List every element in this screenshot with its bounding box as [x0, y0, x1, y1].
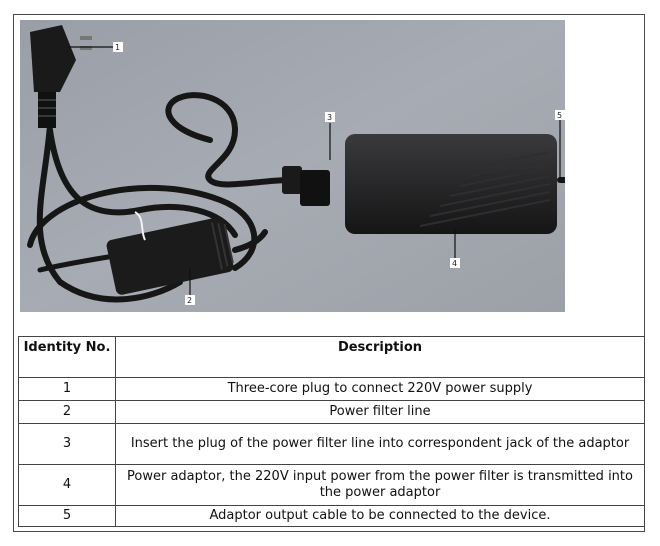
table-row: 1 Three-core plug to connect 220V power …: [18, 377, 645, 401]
callout-1: 1: [115, 43, 120, 52]
three-core-plug: [30, 25, 92, 128]
row-description: Adaptor output cable to be connected to …: [115, 505, 645, 527]
callout-4: 4: [452, 259, 457, 268]
power-filter-block: [106, 211, 234, 295]
table-row: 3 Insert the plug of the power filter li…: [18, 423, 645, 465]
callout-5: 5: [557, 111, 562, 120]
callout-3-box: [325, 112, 335, 122]
row-id: 5: [18, 505, 116, 527]
figure-frame: [13, 14, 645, 532]
callout-3: 3: [327, 113, 332, 122]
row-id: 1: [18, 377, 116, 401]
row-id: 2: [18, 400, 116, 424]
row-description: Three-core plug to connect 220V power su…: [115, 377, 645, 401]
table-row: 4 Power adaptor, the 220V input power fr…: [18, 464, 645, 506]
power-adaptor-brick: [345, 134, 557, 234]
table-header-row: Identity No. Description: [18, 336, 645, 378]
power-adapter-illustration: 1 2 3 4 5: [20, 20, 565, 312]
callout-5-box: [555, 110, 565, 120]
table-row: 2 Power filter line: [18, 400, 645, 424]
iec-connector: [282, 166, 330, 206]
row-description: Power filter line: [115, 400, 645, 424]
callout-1-box: [113, 42, 123, 52]
callout-leaders: [68, 46, 561, 295]
callout-2: 2: [187, 296, 192, 305]
cables: [27, 92, 565, 303]
header-identity-no: Identity No.: [18, 336, 116, 378]
identity-table: Identity No. Description 1 Three-core pl…: [18, 336, 645, 527]
row-id: 4: [18, 464, 116, 506]
callout-2-box: [185, 295, 195, 305]
row-description: Insert the plug of the power filter line…: [115, 423, 645, 465]
table-row: 5 Adaptor output cable to be connected t…: [18, 505, 645, 527]
row-id: 3: [18, 423, 116, 465]
power-adapter-photo: 1 2 3 4 5: [20, 20, 565, 312]
header-description: Description: [115, 336, 645, 378]
row-description: Power adaptor, the 220V input power from…: [115, 464, 645, 506]
callout-4-box: [450, 258, 460, 268]
